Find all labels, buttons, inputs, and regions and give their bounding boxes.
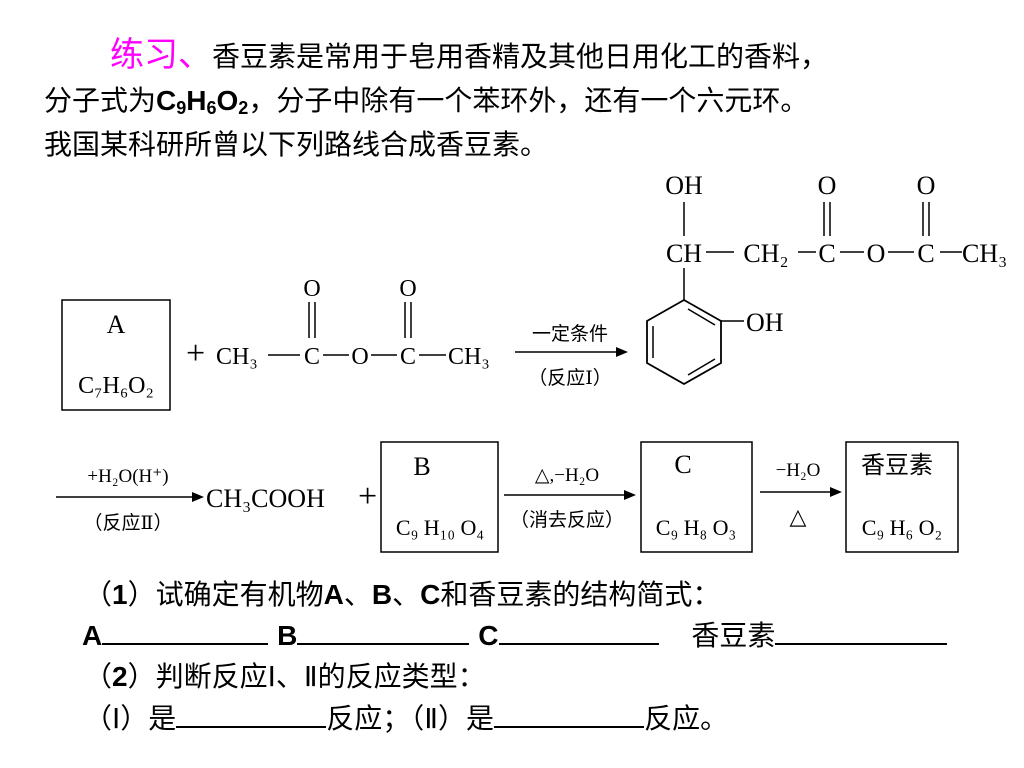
benzene-ring — [646, 298, 722, 386]
arrow-3-bottom: （消去反应） — [510, 509, 624, 531]
answer-b-label: B — [277, 620, 298, 651]
plus-2: + — [358, 478, 377, 515]
answer-reaction-ii-blank[interactable] — [494, 702, 645, 728]
box-coumarin-name: 香豆素 — [861, 451, 933, 479]
box-b-formula: C₉ H₁₀ O₄ — [396, 515, 484, 540]
product-o-2: O — [917, 171, 936, 200]
anhydride-c-right: C — [400, 344, 416, 370]
answer-coumarin-blank[interactable] — [775, 619, 948, 645]
product-o-1: O — [818, 171, 837, 200]
box-c-formula: C₉ H₈ O₃ — [656, 515, 736, 540]
box-coumarin-formula: C₉ H₆ O₂ — [862, 515, 942, 540]
answer-a-blank[interactable] — [102, 619, 269, 645]
answer-line-1: A B C 香豆素 — [82, 619, 948, 653]
answer-reaction-i-blank[interactable] — [176, 702, 327, 728]
answer-coumarin-label: 香豆素 — [691, 619, 776, 652]
exercise-label: 练习、 — [110, 35, 212, 75]
product-ch2: CH₂ — [743, 239, 788, 268]
arrow-2-top: +H₂O(H⁺) — [87, 466, 168, 487]
answer-a-label: A — [82, 620, 103, 651]
anhydride-o-right: O — [399, 276, 416, 302]
product-c-2: C — [917, 239, 934, 268]
arrow-2-bottom: （反应Ⅱ） — [84, 512, 173, 534]
product-c-1: C — [818, 239, 835, 268]
intro-text-1: 香豆素是常用于皂用香精及其他日用化工的香料， — [212, 40, 829, 73]
plus-1: + — [186, 335, 205, 372]
acetic-acid: CH₃COOH — [206, 484, 325, 513]
anhydride-o-mid: O — [351, 344, 368, 370]
product-oh-top: OH — [665, 171, 703, 200]
anhydride-c-left: C — [304, 344, 320, 370]
box-coumarin — [845, 441, 959, 553]
product-ch: CH — [666, 239, 702, 268]
answer-b-blank[interactable] — [297, 619, 470, 645]
arrow-1-top: 一定条件 — [532, 323, 608, 345]
answer-line-2: （Ⅰ）是反应；（Ⅱ）是反应。 — [84, 702, 729, 735]
arrow-1-bottom: （反应Ⅰ） — [528, 367, 612, 389]
box-a — [61, 299, 171, 411]
product-o-bridge: O — [867, 239, 886, 268]
question-2: （2）判断反应Ⅰ、Ⅱ的反应类型： — [84, 660, 486, 693]
product-ch3: CH₃ — [962, 239, 1007, 268]
anhydride-o-left: O — [303, 276, 320, 302]
box-c — [640, 441, 753, 553]
intro-line-1: 练习、香豆素是常用于皂用香精及其他日用化工的香料， — [110, 38, 828, 74]
question-1: （1）试确定有机物A、B、C和香豆素的结构简式： — [84, 578, 721, 611]
molecular-formula: C9H6O2 — [156, 85, 249, 118]
box-a-formula: C₇H₆O₂ — [78, 373, 154, 399]
product-ring-oh: OH — [746, 308, 784, 337]
intro-line-3: 我国某科研所曾以下列路线合成香豆素。 — [44, 128, 549, 161]
intro-line-2: 分子式为C9H6O2，分子中除有一个苯环外，还有一个六元环。 — [44, 84, 809, 118]
answer-c-label: C — [478, 620, 499, 651]
arrow-3-top: △,−H₂O — [535, 465, 599, 486]
anhydride-ch3-right: CH₃ — [448, 344, 490, 370]
box-c-name: C — [674, 450, 691, 479]
anhydride-ch3-left: CH₃ — [216, 344, 258, 370]
box-b-name: B — [413, 452, 430, 481]
answer-c-blank[interactable] — [498, 619, 659, 645]
arrow-4-bottom: △ — [790, 504, 807, 529]
box-a-name: A — [107, 310, 126, 339]
box-b — [380, 441, 499, 553]
arrow-4-top: −H₂O — [776, 460, 821, 481]
